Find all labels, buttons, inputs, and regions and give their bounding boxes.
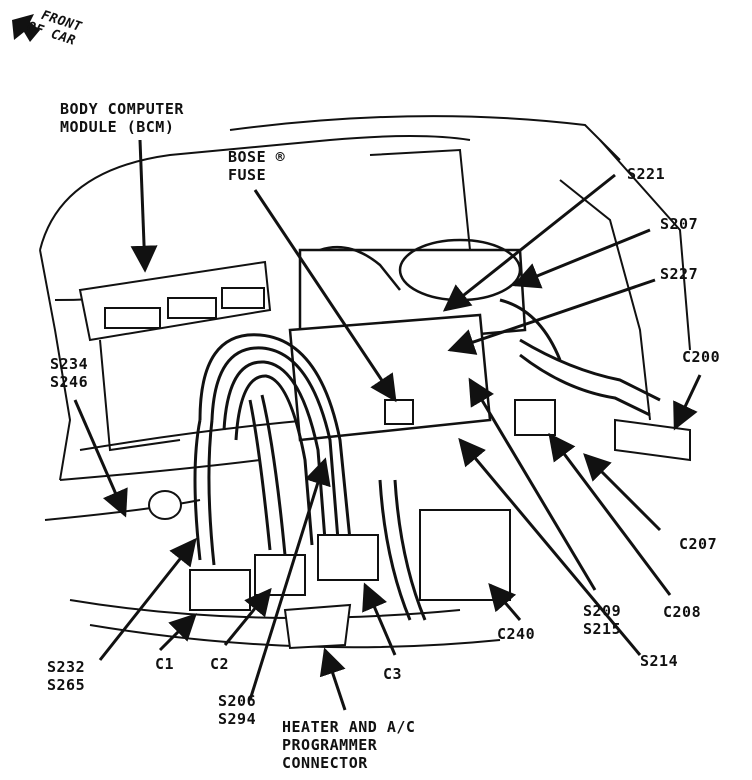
s232-s265-label: S232 S265	[47, 658, 85, 694]
c2-label: C2	[210, 655, 230, 673]
s234-label: S234	[50, 355, 89, 373]
s221-label: S221	[627, 165, 666, 183]
bose-label-line2: FUSE	[228, 166, 267, 184]
heater-label-line3: CONNECTOR	[282, 754, 368, 772]
c200-arrow	[673, 374, 702, 431]
s215-label: S215	[583, 620, 622, 638]
bose-fuse-label: BOSE ® FUSE	[228, 148, 285, 184]
s209-s215-label: S209 S215	[583, 602, 621, 638]
c240-label: C240	[497, 625, 536, 643]
bose-label-line1: BOSE ®	[228, 148, 286, 166]
s206-s294-arrow	[248, 457, 331, 701]
bcm-module	[78, 260, 272, 342]
wire-harness	[193, 298, 661, 621]
c3-label: C3	[383, 665, 403, 683]
c2-arrow	[223, 587, 272, 646]
bcm-arrow	[130, 139, 158, 273]
bcm-label-line2: MODULE (BCM)	[60, 118, 175, 136]
c208-arrow	[548, 432, 672, 596]
s206-s294-label: S206 S294	[218, 692, 256, 728]
c207-label: C207	[679, 535, 718, 553]
s209-label: S209	[583, 602, 622, 620]
s207-label: S207	[660, 215, 699, 233]
s232-label: S232	[47, 658, 86, 676]
c1-label: C1	[155, 655, 175, 673]
leader-arrows	[73, 139, 702, 711]
s234-s246-arrow	[73, 399, 128, 518]
bose-fuse-arrow	[253, 189, 397, 403]
s206-label: S206	[218, 692, 257, 710]
bcm-label-line1: BODY COMPUTER	[60, 100, 184, 118]
c200-label: C200	[682, 348, 721, 366]
heater-arrow	[319, 647, 347, 711]
s214-label: S214	[640, 652, 679, 670]
c1-arrow	[158, 613, 197, 652]
heater-label-line2: PROGRAMMER	[282, 736, 378, 754]
s221-arrow	[442, 173, 616, 312]
c208-label: C208	[663, 603, 702, 621]
heater-label-line1: HEATER AND A/C	[282, 718, 416, 736]
s234-s246-label: S234 S246	[50, 355, 88, 391]
front-direction-icon	[12, 14, 40, 42]
s246-label: S246	[50, 373, 89, 391]
bcm-label: BODY COMPUTER MODULE (BCM)	[60, 100, 184, 136]
heater-ac-programmer-label: HEATER AND A/C PROGRAMMER CONNECTOR	[282, 718, 415, 772]
s294-label: S294	[218, 710, 257, 728]
c3-arrow	[362, 582, 397, 656]
s232-s265-arrow	[98, 537, 197, 661]
c240-arrow	[488, 582, 522, 621]
s207-arrow	[512, 228, 651, 289]
s209-s215-arrow	[468, 377, 597, 591]
s214-arrow	[458, 437, 642, 656]
s227-arrow	[447, 278, 656, 355]
c207-arrow	[583, 453, 662, 532]
s265-label: S265	[47, 676, 86, 694]
s227-label: S227	[660, 265, 699, 283]
